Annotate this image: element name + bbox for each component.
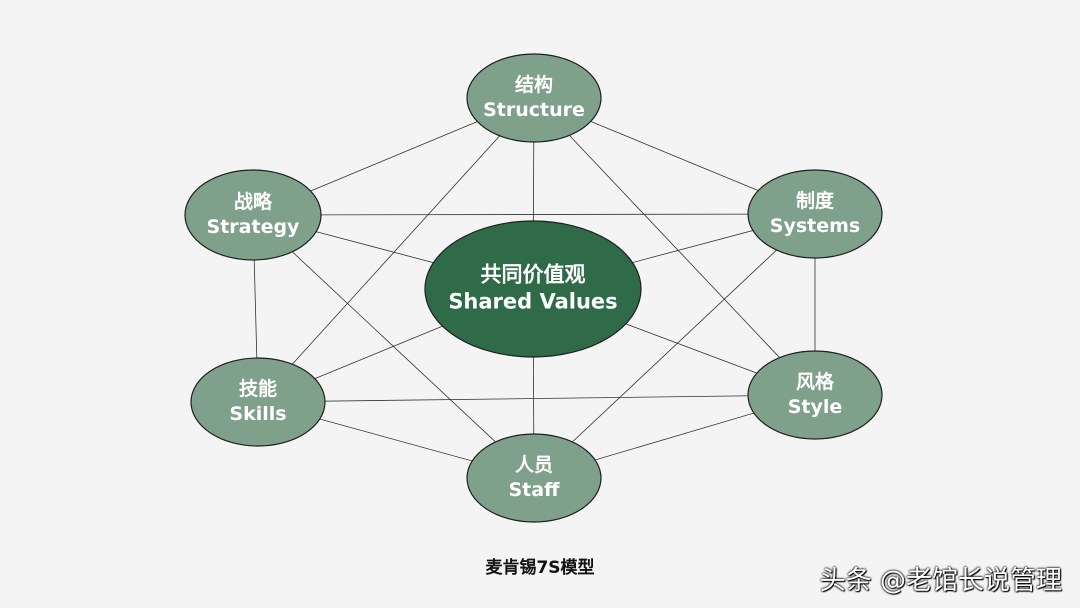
watermark: 头条 @老馆长说管理 xyxy=(819,566,1062,596)
node-skills-label-en: Skills xyxy=(229,403,286,425)
diagram-nodes: 结构 Structure 战略 Strategy 制度 Systems 技能 Skills 风格… xyxy=(184,53,883,523)
node-shared-values-label-en: Shared Values xyxy=(448,290,617,314)
node-style: 风格 Style xyxy=(747,350,883,440)
node-shared-values-ellipse xyxy=(424,220,642,358)
node-structure-label-zh: 结构 xyxy=(515,73,553,96)
node-skills-label-zh: 技能 xyxy=(239,377,277,400)
node-staff-label-en: Staff xyxy=(509,479,561,501)
node-strategy-label-en: Strategy xyxy=(207,216,301,238)
node-shared-values-label-zh: 共同价值观 xyxy=(481,262,586,286)
node-strategy-label-zh: 战略 xyxy=(234,190,273,213)
edge-structure-style xyxy=(533,97,816,396)
node-style-ellipse xyxy=(747,350,883,440)
node-skills: 技能 Skills xyxy=(190,357,326,447)
node-skills-ellipse xyxy=(190,357,326,447)
node-systems-label-en: Systems xyxy=(770,215,860,237)
node-style-label-en: Style xyxy=(788,396,843,418)
node-structure-ellipse xyxy=(466,53,602,143)
node-staff: 人员 Staff xyxy=(466,433,602,523)
node-structure-label-en: Structure xyxy=(483,99,585,121)
edge-skills-style xyxy=(257,394,816,403)
diagram-caption: 麦肯锡7S模型 xyxy=(485,558,595,578)
node-systems: 制度 Systems xyxy=(747,169,883,259)
node-structure: 结构 Structure xyxy=(466,53,602,143)
node-strategy-ellipse xyxy=(184,169,322,261)
node-staff-ellipse xyxy=(466,433,602,523)
node-systems-ellipse xyxy=(747,169,883,259)
edge-strategy-systems xyxy=(252,213,816,216)
node-strategy: 战略 Strategy xyxy=(184,169,322,261)
edge-structure-skills xyxy=(257,97,535,403)
node-shared-values: 共同价值观 Shared Values xyxy=(424,220,642,358)
node-staff-label-zh: 人员 xyxy=(515,454,553,476)
edge-systems-staff xyxy=(533,213,816,479)
node-style-label-zh: 风格 xyxy=(796,370,835,393)
node-systems-label-zh: 制度 xyxy=(796,189,835,212)
